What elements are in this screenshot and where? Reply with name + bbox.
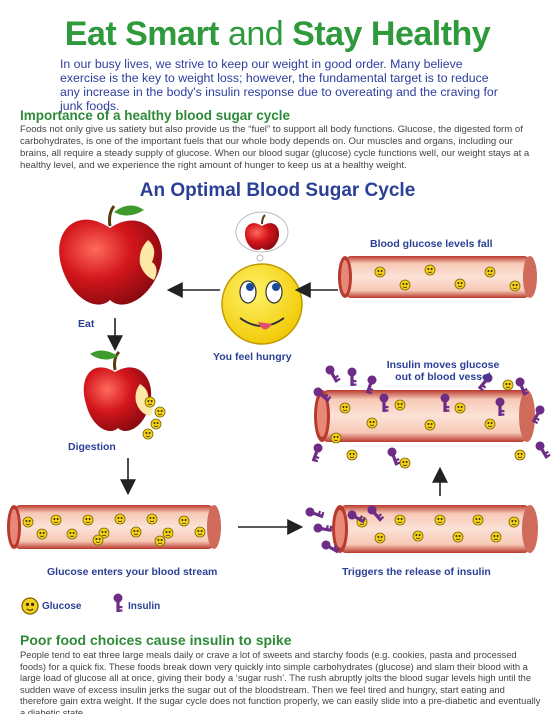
thought-bubble (235, 211, 289, 262)
blood-vessel-middle (314, 390, 535, 442)
label-triggers-insulin: Triggers the release of insulin (342, 566, 491, 578)
blood-vessel-bottom-right (332, 503, 538, 553)
label-eat: Eat (78, 318, 95, 330)
legend-glucose-icon (21, 597, 39, 615)
section2-heading: Poor food choices cause insulin to spike (20, 632, 292, 648)
label-glucose-enters: Glucose enters your blood stream (47, 566, 218, 578)
blood-vessel-top (338, 256, 537, 298)
page-title: Eat Smart and Stay Healthy (0, 14, 555, 54)
apple-digestion (83, 350, 166, 440)
title-part-2: and (219, 15, 293, 53)
label-digestion: Digestion (68, 441, 116, 453)
legend-insulin-icon (113, 593, 123, 612)
blood-vessel-bottom-left (7, 505, 221, 549)
label-glucose-fall: Blood glucose levels fall (370, 238, 493, 250)
label-hungry: You feel hungry (213, 351, 292, 363)
diagram-title: An Optimal Blood Sugar Cycle (139, 180, 416, 201)
title-part-3: Stay Healthy (292, 15, 491, 53)
legend-glucose-label: Glucose (42, 601, 82, 612)
intro-paragraph: In our busy lives, we strive to keep our… (60, 57, 498, 113)
label-insulin-moves: Insulin moves glucose out of blood vesse… (368, 359, 518, 383)
title-part-1: Eat Smart (64, 15, 220, 53)
insulin-release (304, 506, 341, 556)
section1-heading: Importance of a healthy blood sugar cycl… (20, 108, 291, 123)
label-insulin-moves-line1: Insulin moves glucose (386, 359, 500, 371)
hungry-face (221, 263, 303, 345)
section1-body: Foods not only give us satiety but also … (20, 124, 530, 171)
legend-insulin-label: Insulin (128, 601, 161, 612)
section2-body: People tend to eat three large meals dai… (20, 649, 541, 714)
label-insulin-moves-line2: out of blood vessel (395, 371, 491, 383)
apple-eat (59, 205, 163, 305)
cycle-arrows (107, 282, 448, 535)
